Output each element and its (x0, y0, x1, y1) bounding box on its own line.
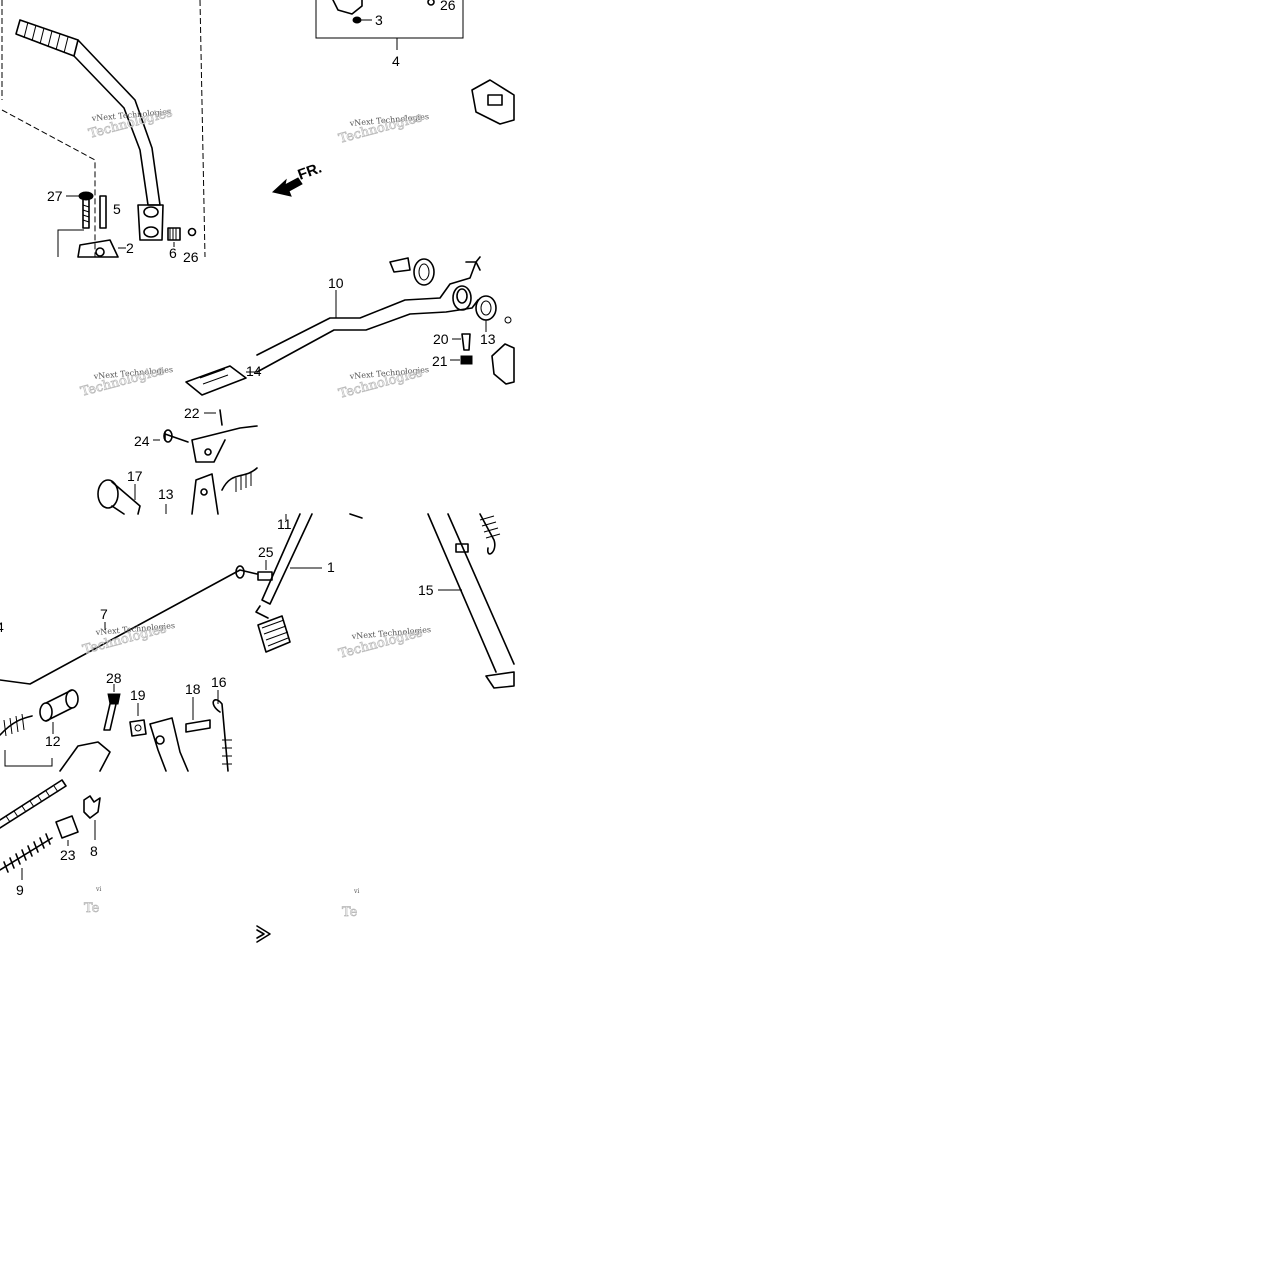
pin-18 (185, 719, 211, 733)
callout-18: 18 (185, 681, 201, 697)
clamp-partial (59, 741, 111, 772)
callout-12: 12 (45, 733, 61, 749)
side-stand-1 (261, 513, 313, 605)
callout-26: 26 (440, 0, 456, 13)
kick-lever-boss (137, 204, 164, 241)
watermark-fragment: Te (84, 901, 100, 916)
callout-24: 24 (134, 433, 150, 449)
tile-brake-rod: 4 7 12 28 19 (0, 565, 258, 772)
wing-nut-8 (83, 795, 101, 819)
callout-10: 10 (328, 275, 344, 291)
callout-22: 22 (184, 405, 200, 421)
callout-17: 17 (127, 468, 143, 484)
seal-13 (475, 295, 497, 321)
tile-blank: vi Te (256, 888, 359, 943)
collar-23 (55, 815, 79, 839)
tile-stands: 11 1 25 15 vNext Technologies Technologi… (255, 513, 515, 689)
callout-14: 14 (246, 363, 262, 379)
seal-ring (413, 258, 435, 286)
spring-16 (212, 699, 229, 772)
pin-24 (164, 431, 189, 443)
pivot-bolt-17 (97, 479, 141, 515)
callout-1: 1 (327, 559, 335, 575)
callout-16: 16 (211, 674, 227, 690)
footpeg-bracket-partial (471, 79, 515, 125)
stand-link-arm (149, 717, 189, 772)
callout-3: 3 (375, 12, 383, 28)
group-bracket (4, 750, 53, 767)
group-bracket-4 (315, 0, 464, 39)
rod-joint (191, 425, 258, 463)
callout-26-partial: 26 (183, 249, 199, 265)
callout-15: 15 (418, 582, 434, 598)
tile-brake-pedal-arm: 13 10 20 21 vNext Technologies Technolog… (256, 256, 515, 402)
callout-6: 6 (169, 245, 177, 261)
callout-9: 9 (16, 882, 24, 898)
watermark-fragment: vi (95, 886, 101, 893)
tile-rod-end: 9 23 8 vi Te (0, 779, 101, 916)
callout-19: 19 (130, 687, 146, 703)
brake-rod-7 (0, 569, 258, 685)
side-stand-knob (255, 605, 291, 653)
callout-27: 27 (47, 188, 63, 204)
cotter-pin-22 (219, 409, 223, 426)
spring-left (0, 713, 33, 737)
spring-6 (167, 227, 181, 241)
callout-21: 21 (432, 353, 448, 369)
front-arrow-icon: FR. (271, 160, 325, 197)
callout-2: 2 (126, 240, 134, 256)
tile-pivot-front-marker: 26 3 4 FR. vNext Technologies Technologi… (271, 0, 515, 197)
bolt-27 (78, 191, 94, 229)
callout-20: 20 (433, 331, 449, 347)
pedal-footpad (185, 365, 247, 396)
kick-lever-grip (15, 19, 79, 57)
bolt-5 (99, 195, 107, 229)
tile-brake-pedal-tip: 14 22 24 17 13 vNext Technologies Techno… (79, 363, 262, 515)
pivot-boss (332, 0, 363, 15)
callout-4: 4 (392, 53, 400, 69)
callout-28: 28 (106, 670, 122, 686)
nut-19 (129, 719, 147, 737)
arrow-fragment (256, 925, 271, 943)
callout-7: 7 (100, 606, 108, 622)
callout-5: 5 (113, 201, 121, 217)
callout-11: 11 (277, 516, 292, 532)
spring-9 (0, 833, 53, 873)
bolt-25 (257, 571, 273, 581)
washer-26 (187, 227, 197, 237)
callout-13b: 13 (158, 486, 174, 502)
watermark-fragment: Te (342, 905, 358, 920)
brake-pedal-arm (256, 256, 481, 373)
spring-partial (221, 467, 258, 491)
callout-13a: 13 (480, 331, 496, 347)
clamp-2 (77, 239, 119, 258)
dashed-frame (1, 0, 96, 257)
tile-kick-lever: 27 5 2 6 26 vNext Technologies Technolog… (1, 0, 206, 265)
dashed-frame (199, 0, 206, 258)
nut-21 (460, 355, 473, 365)
callout-23: 23 (60, 847, 76, 863)
bolt-28 (103, 693, 121, 731)
callout-25: 25 (258, 544, 274, 560)
threaded-rod-end (0, 779, 67, 829)
bracket-partial (491, 343, 515, 385)
watermark-fragment: vi (353, 888, 359, 895)
center-stand-spring (479, 513, 501, 555)
link-plate (191, 473, 219, 515)
callout-4-partial: 4 (0, 619, 4, 635)
callout-8: 8 (90, 843, 98, 859)
front-marker-label: FR. (296, 160, 325, 184)
center-stand-15 (427, 513, 515, 673)
collar-12 (39, 689, 79, 722)
bolt-20 (461, 333, 471, 351)
